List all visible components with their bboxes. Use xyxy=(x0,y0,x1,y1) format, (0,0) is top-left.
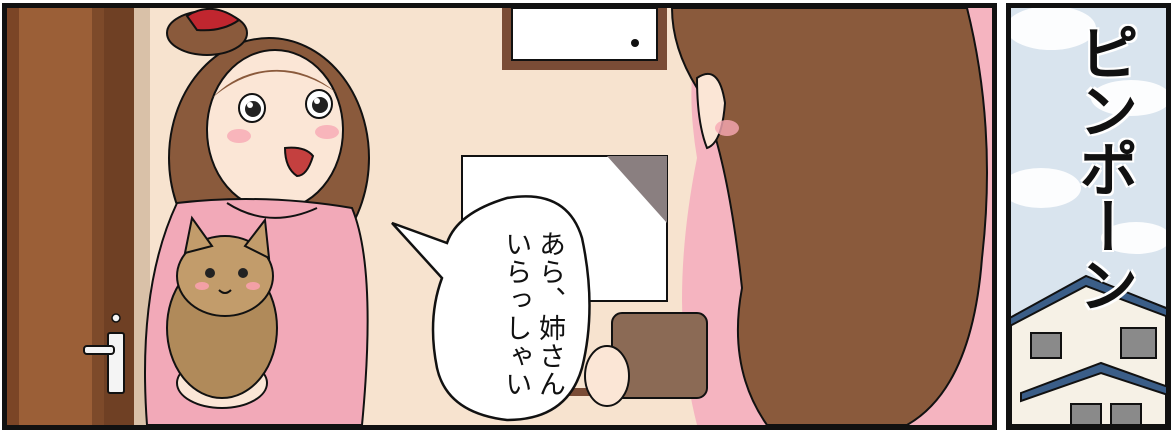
door xyxy=(7,8,150,425)
main-panel: あら、姉さんいらっしゃい xyxy=(2,3,997,430)
speech-bubble-text: あら、姉さんいらっしゃい xyxy=(500,230,565,398)
guest-character xyxy=(584,8,992,425)
doorbell-sound-effect: ピンポーン xyxy=(1068,22,1138,312)
main-panel-illustration xyxy=(7,8,992,425)
house xyxy=(1011,274,1166,425)
side-panel: ピンポーン xyxy=(1006,3,1171,430)
cat xyxy=(166,215,278,399)
speech-bubble xyxy=(391,195,591,422)
side-panel-illustration xyxy=(1011,8,1166,425)
wall-frame-top xyxy=(502,8,667,70)
